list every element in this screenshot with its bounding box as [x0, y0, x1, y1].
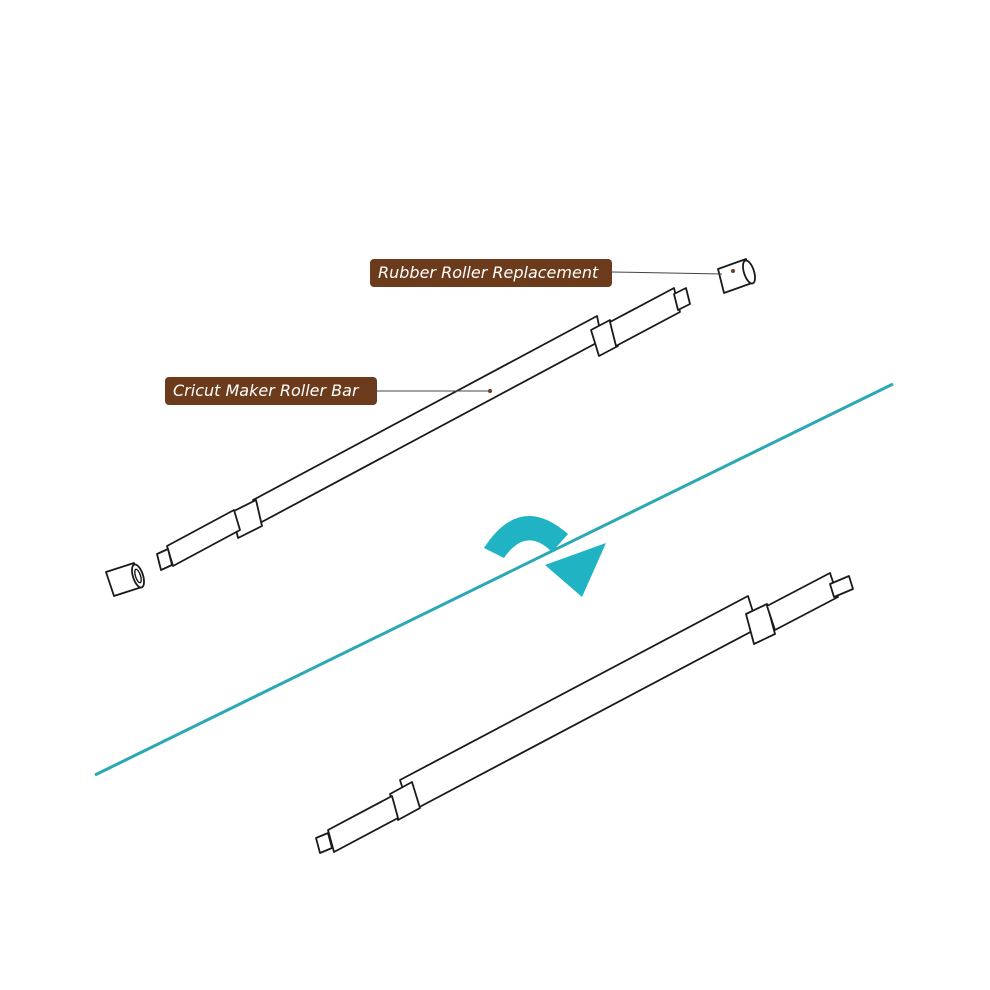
rubber-roller-left: [105, 562, 145, 597]
rubber-roller-right: [717, 258, 756, 294]
leader-rubber: [611, 271, 723, 275]
roller-bar-label: Cricut Maker Roller Bar: [165, 377, 377, 405]
roller-bar-top: [156, 287, 691, 571]
curved-arrow-icon: [484, 516, 606, 597]
divider-line: [94, 382, 894, 777]
roller-bar-bottom: [315, 572, 854, 854]
rubber-roller-label: Rubber Roller Replacement: [370, 259, 612, 287]
